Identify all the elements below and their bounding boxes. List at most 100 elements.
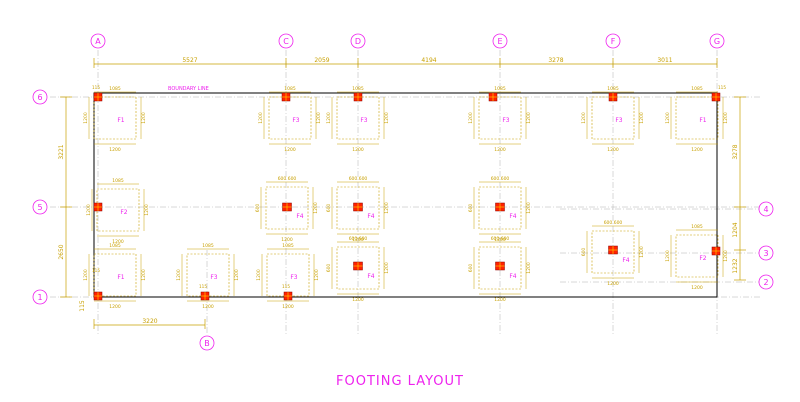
footing-right-dim: 1200	[639, 112, 645, 124]
footing-left-dim: 600	[326, 264, 332, 273]
footing-top-dim: 1085	[352, 86, 364, 92]
grid-bubble-5: 5	[32, 199, 48, 215]
page-title: FOOTING LAYOUT	[336, 374, 464, 389]
top-dim-4: 3278	[548, 57, 563, 64]
footing-right-dim: 1200	[526, 262, 532, 274]
footing-bottom-dim: 1200	[691, 285, 703, 291]
footing-right-dim: 1200	[141, 112, 147, 124]
footing-outline	[675, 96, 719, 140]
grid-bubble-G: G	[709, 33, 725, 49]
footing-left-dim: 1200	[326, 112, 332, 124]
footing-d6: 1085 1200 1200 1200 F3	[326, 86, 390, 153]
grid-bubble-label-5: 5	[37, 203, 42, 212]
grid-bubble-label-F: F	[611, 37, 616, 46]
footing-top-dim: 600 600	[491, 176, 510, 182]
top-dim-1: 5527	[182, 57, 197, 64]
footing-type-label: F1	[699, 117, 706, 124]
offset-dim-115: 115	[718, 85, 726, 90]
footing-outline	[478, 96, 522, 140]
offset-dim-115: 115	[282, 284, 290, 289]
footing-type-label: F4	[509, 213, 516, 220]
footing-dims	[473, 91, 527, 145]
footing-top-dim: 600 600	[278, 176, 297, 182]
footing-top-dim: 1085	[202, 243, 214, 249]
top-dim-2: 2059	[314, 57, 329, 64]
footing-bottom-dim: 1200	[112, 239, 124, 245]
grid-bubble-1: 1	[32, 289, 48, 305]
footing-top-dim: 1085	[112, 178, 124, 184]
grid-bubble-label-E: E	[497, 37, 502, 46]
grid-bubble-label-4: 4	[763, 205, 768, 214]
footing-right-dim: 1200	[526, 202, 532, 214]
footing-top-dim: 600 600	[349, 176, 368, 182]
footing-top-dim: 600 600	[604, 220, 623, 226]
footing-left-dim: 1200	[665, 112, 671, 124]
top-dim-5: 3011	[657, 57, 672, 64]
right-dim-1: 3278	[732, 144, 739, 159]
footing-type-label: F3	[360, 117, 367, 124]
footing-type-label: F4	[367, 213, 374, 220]
footing-outline	[591, 230, 635, 274]
grid-bubble-label-G: G	[714, 37, 720, 46]
grid-bubble-label-6: 6	[37, 93, 42, 102]
footing-type-label: F4	[296, 213, 303, 220]
footing-dims	[586, 225, 640, 279]
grid-bubble-A: A	[90, 33, 106, 49]
grid-bubble-B: B	[199, 335, 215, 351]
footing-bottom-dim: 1200	[202, 304, 214, 310]
footing-left-dim: 600	[468, 204, 474, 213]
footing-bottom-dim: 1200	[109, 147, 121, 153]
footing-dims	[263, 91, 317, 145]
footing-left-dim: 1200	[86, 204, 92, 216]
footing-bottom-dim: 1200	[109, 304, 121, 310]
footing-dims	[473, 181, 527, 235]
footing-bottom-dim: 1200	[284, 147, 296, 153]
footing-left-dim: 600	[468, 264, 474, 273]
footing-outline	[93, 96, 137, 140]
left-dim-1: 3221	[58, 144, 65, 159]
footing-right-dim: 1200	[234, 269, 240, 281]
footing-dims	[586, 91, 640, 145]
footing-left-dim: 1200	[256, 269, 262, 281]
footing-right-dim: 1200	[526, 112, 532, 124]
grid-bubble-label-B: B	[204, 339, 210, 348]
grid-bubble-label-3: 3	[763, 249, 768, 258]
footing-bottom-dim: 1200	[607, 147, 619, 153]
grid-bubble-label-A: A	[95, 37, 101, 46]
footing-dims	[181, 248, 235, 302]
footing-left-dim: 1200	[176, 269, 182, 281]
right-dim-2: 1204	[732, 222, 739, 237]
footing-outline	[478, 246, 522, 290]
footing-bottom-dim: 1200	[352, 147, 364, 153]
grid-bubble-label-1: 1	[37, 293, 42, 302]
footing-bottom-dim: 1200	[607, 281, 619, 287]
offset-dim-115: 115	[92, 85, 100, 90]
footing-type-label: F3	[292, 117, 299, 124]
footing-right-dim: 1200	[384, 112, 390, 124]
footing-top-dim: 1085	[691, 86, 703, 92]
footing-right-dim: 1200	[639, 246, 645, 258]
footing-type-label: F1	[117, 117, 124, 124]
footing-dims	[88, 91, 142, 145]
footing-bottom-dim: 1200	[494, 237, 506, 243]
grid-bubble-4: 4	[758, 201, 774, 217]
top-dim-3: 4194	[421, 57, 436, 64]
footing-bottom-dim: 1200	[352, 297, 364, 303]
footing-bottom-dim: 1200	[282, 304, 294, 310]
footing-right-dim: 1200	[314, 269, 320, 281]
footing-dims	[670, 229, 724, 283]
footing-right-dim: 1200	[313, 202, 319, 214]
footing-left-dim: 600	[326, 204, 332, 213]
footing-bottom-dim: 1200	[281, 237, 293, 243]
footing-top-dim: 1085	[607, 86, 619, 92]
footing-type-label: F3	[615, 117, 622, 124]
footing-outline	[266, 253, 310, 297]
footing-top-dim: 1085	[691, 224, 703, 230]
